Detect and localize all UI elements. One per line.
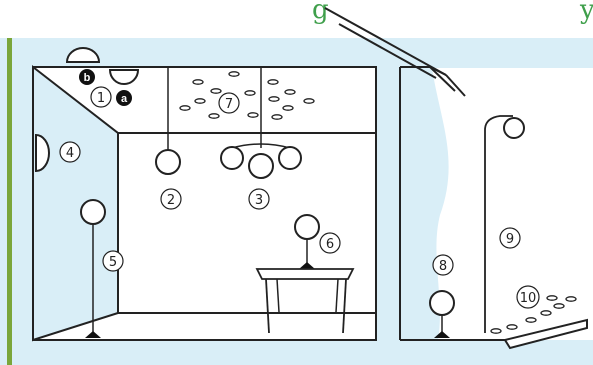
- chandelier-bulb-right: [278, 146, 302, 170]
- recessed-light: [108, 69, 140, 85]
- right-room-ceiling-slope: [429, 66, 456, 92]
- label-circle-10: [516, 285, 540, 309]
- roof-line-outer: [324, 7, 447, 76]
- label-circle-2: [160, 188, 182, 210]
- small-lamp-shade: [429, 290, 455, 316]
- floor-spotlights: [490, 295, 577, 334]
- label-2: 2: [167, 193, 175, 208]
- label-1: 1: [97, 91, 105, 106]
- roof-lines: [324, 7, 466, 97]
- badge-a-label: a: [121, 93, 128, 105]
- label-circle-5: [102, 250, 124, 272]
- ceiling-dome-light: [65, 47, 101, 63]
- label-7: 7: [225, 97, 233, 112]
- badge-b-label: b: [84, 72, 91, 84]
- table-top: [255, 268, 355, 280]
- roof-line-inner: [338, 23, 437, 79]
- chandelier-bulb-center: [248, 153, 274, 179]
- arc-lamp-pole: [484, 115, 513, 333]
- floor-lamp-shade: [80, 199, 106, 225]
- label-circle-7: [218, 92, 240, 114]
- step-surface: [503, 318, 588, 350]
- table-leg-back-right: [335, 278, 339, 313]
- right-panel-white: [432, 68, 593, 340]
- small-lamp-base: [434, 331, 450, 338]
- badge-a: [116, 90, 132, 106]
- recessed-spotlights: [179, 71, 315, 120]
- label-8: 8: [439, 259, 447, 274]
- roof-joint: [429, 66, 447, 76]
- label-6: 6: [326, 237, 334, 252]
- table-lamp-shade: [294, 214, 320, 240]
- label-circle-4: [59, 141, 81, 163]
- label-9: 9: [506, 232, 514, 247]
- label-circle-1: [90, 86, 112, 108]
- arc-lamp-head: [503, 117, 525, 139]
- label-3: 3: [255, 193, 263, 208]
- roof-continuation: [445, 74, 466, 97]
- label-circle-3: [248, 188, 270, 210]
- table-leg-front-left: [265, 278, 270, 334]
- table-leg-front-right: [342, 278, 347, 334]
- header-fragment-y: y: [579, 0, 593, 25]
- chandelier-bulb-left: [220, 146, 244, 170]
- label-circles: [59, 86, 540, 309]
- table-leg-back-left: [276, 278, 280, 313]
- floor-lamp-base: [85, 331, 101, 338]
- badge-b: [79, 69, 95, 85]
- wall-sconce: [35, 133, 50, 173]
- table-lamp-base: [299, 262, 315, 269]
- label-10: 10: [520, 291, 537, 306]
- left-accent-bar: [7, 38, 12, 365]
- label-5: 5: [109, 255, 117, 270]
- label-4: 4: [66, 146, 74, 161]
- chandelier-arm: [231, 143, 291, 149]
- header-fragment-g: g: [312, 0, 329, 25]
- pendant-lamp: [155, 149, 181, 175]
- label-circle-8: [432, 254, 454, 276]
- label-circle-6: [319, 232, 341, 254]
- label-circle-9: [499, 227, 521, 249]
- top-white-band: [0, 0, 593, 38]
